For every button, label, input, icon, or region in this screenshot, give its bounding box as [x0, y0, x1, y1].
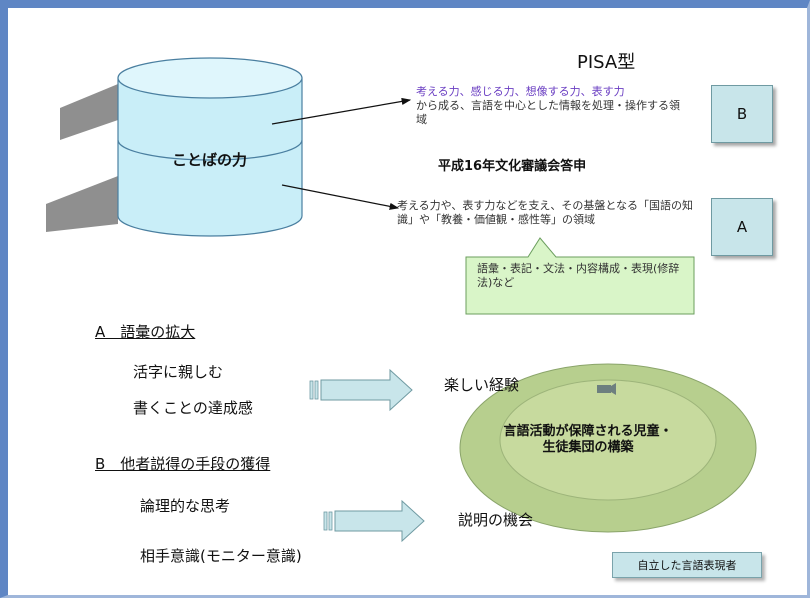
arrow-to-a [281, 184, 400, 210]
pisa-desc-rest: から成る、言語を中心とした情報を処理・操作する領域 [416, 98, 680, 126]
pisa-description: 考える力、感じる力、想像する力、表す力 から成る、言語を中心とした情報を処理・操… [416, 85, 686, 126]
heisei-description: 考える力や、表す力などを支え、その基盤となる「国語の知識」や「教養・価値観・感性… [397, 199, 694, 226]
heisei-title: 平成16年文化審議会答申 [438, 159, 587, 174]
cylinder [117, 57, 303, 237]
section-a-item: 活字に親しむ [133, 363, 224, 381]
arrow-to-b [271, 97, 412, 125]
section-a-heading: A 語彙の拡大 [95, 323, 196, 341]
cylinder-label: ことばの力 [172, 151, 248, 169]
ellipse-text: 言語活動が保障される児童・生徒集団の構築 [503, 424, 673, 456]
arrow-b-target: 説明の機会 [458, 511, 534, 529]
block-arrow-a [309, 368, 413, 412]
callout-text: 語彙・表記・文法・内容構成・表現(修辞法)など [477, 262, 680, 289]
shadow-upper [60, 84, 118, 140]
section-b-item: 相手意識(モニター意識) [140, 547, 302, 565]
pisa-title: PISA型 [577, 52, 636, 73]
ability-feel: 感じる力、 [470, 85, 526, 98]
section-b-heading: B 他者説得の手段の獲得 [95, 455, 271, 473]
independent-expresser-box: 自立した言語表現者 [612, 552, 762, 578]
ability-imagine: 想像する力、 [525, 85, 592, 98]
callout-box [465, 237, 695, 315]
ability-express: 表す力 [591, 85, 625, 98]
camera-icon [597, 383, 616, 395]
section-a-item: 書くことの達成感 [133, 399, 253, 417]
ability-think: 考える力、 [416, 85, 471, 98]
box-a: A [711, 198, 773, 256]
shadow-lower [46, 176, 118, 232]
arrow-a-target: 楽しい経験 [444, 376, 520, 394]
group-ellipse [459, 363, 757, 533]
box-b: B [711, 85, 773, 143]
section-b-item: 論理的な思考 [140, 497, 231, 515]
block-arrow-b [323, 499, 425, 543]
